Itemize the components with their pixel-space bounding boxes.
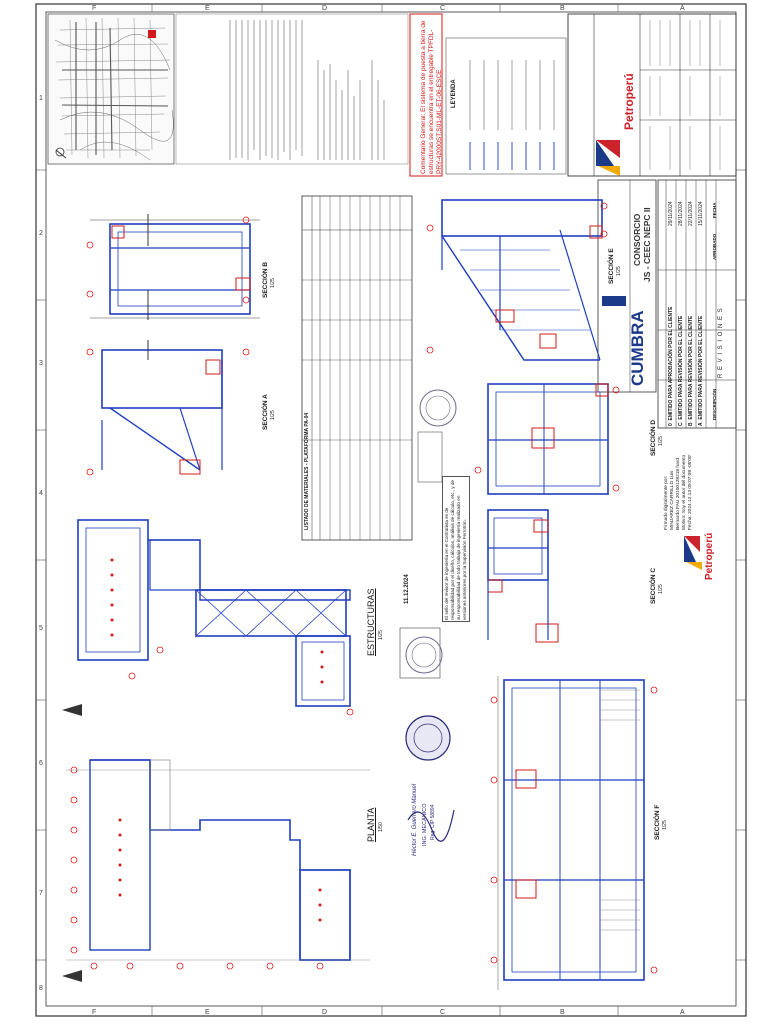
revisions-col-description: DESCRIPCIÓN	[712, 388, 717, 420]
revision-date: 28/11/2024	[678, 201, 684, 226]
petroperu-logo-icon	[596, 140, 620, 176]
plan-view	[66, 759, 370, 970]
revisions-col-approved: APROBADO	[712, 233, 717, 260]
materials-table	[301, 195, 413, 541]
general-notes	[175, 13, 409, 165]
cumbra-logo: CUMBRA	[628, 310, 647, 386]
revision-desc: EMITIDO PARA APROBACIÓN POR EL CLIENTE	[668, 306, 674, 421]
signature-name: Héctor E. Guerrero Manuel	[412, 783, 418, 856]
section-a-label: SECCIÓN A	[262, 394, 269, 430]
section-d-label: SECCIÓN D	[650, 419, 657, 456]
revision-desc: EMITIDO PARA REVISIÓN POR EL CLIENTE	[688, 315, 694, 420]
section-c-label: SECCIÓN C	[650, 567, 657, 604]
grid-number: 8	[39, 985, 43, 992]
plan-title: PLANTA	[366, 807, 376, 842]
section-a-scale: 1/25	[270, 410, 276, 420]
date-stamp: 11.12.2024	[404, 574, 410, 604]
grid-letter: D	[322, 1009, 327, 1016]
section-b-scale: 1/25	[270, 278, 276, 288]
revision-date: 15/11/2024	[698, 201, 704, 226]
revision-date: 22/11/2024	[688, 201, 694, 226]
title-block	[567, 13, 737, 177]
location-map	[47, 13, 175, 165]
grid-number: 6	[39, 760, 43, 767]
section-b-label: SECCIÓN B	[262, 261, 269, 298]
revision-desc: EMITIDO PARA REVISIÓN POR EL CLIENTE	[698, 315, 704, 420]
grid-number: 4	[39, 490, 43, 497]
revision-date: 29/11/2024	[668, 201, 674, 226]
revision-row: B EMITIDO PARA REVISIÓN POR EL CLIENTE	[688, 316, 694, 426]
revision-rev: A	[698, 422, 704, 426]
grid-letter: C	[440, 5, 445, 12]
legend-title: LEYENDA	[451, 79, 457, 108]
grid-letter: E	[205, 1009, 210, 1016]
grid-letter: B	[560, 1009, 565, 1016]
revision-row: A EMITIDO PARA REVISIÓN POR EL CLIENTE	[698, 316, 704, 426]
legend	[445, 37, 567, 175]
revision-rev: 0	[668, 423, 674, 426]
revisions-col-date: FECHA	[712, 202, 717, 219]
plan-scale: 1/50	[378, 822, 384, 832]
grid-letter: B	[560, 5, 565, 12]
grid-letter: E	[205, 5, 210, 12]
general-comment: Comentario General: El sistema de puesta…	[420, 20, 443, 174]
digital-signature: Firmado digitalmente por: MINJAREZ CARRI…	[664, 454, 693, 530]
petroperu-brand: Petroperú	[704, 532, 715, 580]
structures-plan	[77, 519, 354, 716]
grid-letter: A	[680, 5, 685, 12]
petroperu-brand: Petroperú	[622, 73, 636, 130]
signature-title: ING. MECÁNICO	[422, 803, 428, 846]
revisions-label: R E V I S I O N E S	[718, 307, 724, 378]
grid-number: 1	[39, 95, 43, 102]
grid-letter: A	[680, 1009, 685, 1016]
revision-row: C EMITIDO PARA REVISIÓN POR EL CLIENTE	[678, 316, 684, 426]
grid-letter: F	[92, 1009, 96, 1016]
section-f-scale: 1/25	[662, 820, 668, 830]
revisions-table	[657, 179, 737, 429]
section-d-scale: 1/25	[658, 436, 664, 446]
revision-row: 0 EMITIDO PARA APROBACIÓN POR EL CLIENTE	[668, 307, 674, 426]
grid-letter: C	[440, 1009, 445, 1016]
section-b-drawing	[86, 214, 260, 320]
general-comment-box	[409, 13, 443, 177]
north-arrow-icon	[62, 704, 82, 982]
engineer-seals	[399, 627, 455, 842]
revision-desc: EMITIDO PARA REVISIÓN POR EL CLIENTE	[678, 315, 684, 420]
sheet-border	[35, 3, 747, 1017]
review-stamp	[417, 389, 457, 483]
section-d-drawing	[474, 383, 620, 495]
section-f-label: SECCIÓN F	[654, 804, 661, 840]
petroperu-logo-icon	[684, 536, 702, 570]
section-e-scale: 1/25	[616, 266, 622, 276]
grid-number: 5	[39, 625, 43, 632]
grid-letter: F	[92, 5, 96, 12]
review-note: El sello del revisor de ingeniería en el…	[444, 480, 467, 620]
signature-reg: Reg. CIP 58894	[430, 804, 436, 841]
consortium-line1: CONSORCIO	[632, 213, 642, 266]
grid-number: 7	[39, 890, 43, 897]
grid-letter: D	[322, 5, 327, 12]
structures-title: ESTRUCTURAS	[366, 588, 376, 656]
section-f-drawing	[490, 676, 658, 990]
section-e-drawing	[426, 199, 608, 361]
materials-title: LISTADO DE MATERIALES - PLATAFORMA PA-04	[304, 412, 310, 530]
section-e-label: SECCIÓN E	[608, 248, 615, 284]
revision-rev: C	[678, 422, 684, 426]
section-a-drawing	[86, 340, 250, 476]
section-c-scale: 1/25	[658, 584, 664, 594]
section-c-drawing	[487, 509, 559, 643]
consortium-line2: JS - CEEC NEPC II	[642, 207, 652, 282]
grid-number: 2	[39, 230, 43, 237]
consortium-block	[597, 179, 657, 393]
revision-rev: B	[688, 422, 694, 426]
structures-scale: 1/25	[378, 630, 384, 640]
grid-number: 3	[39, 360, 43, 367]
